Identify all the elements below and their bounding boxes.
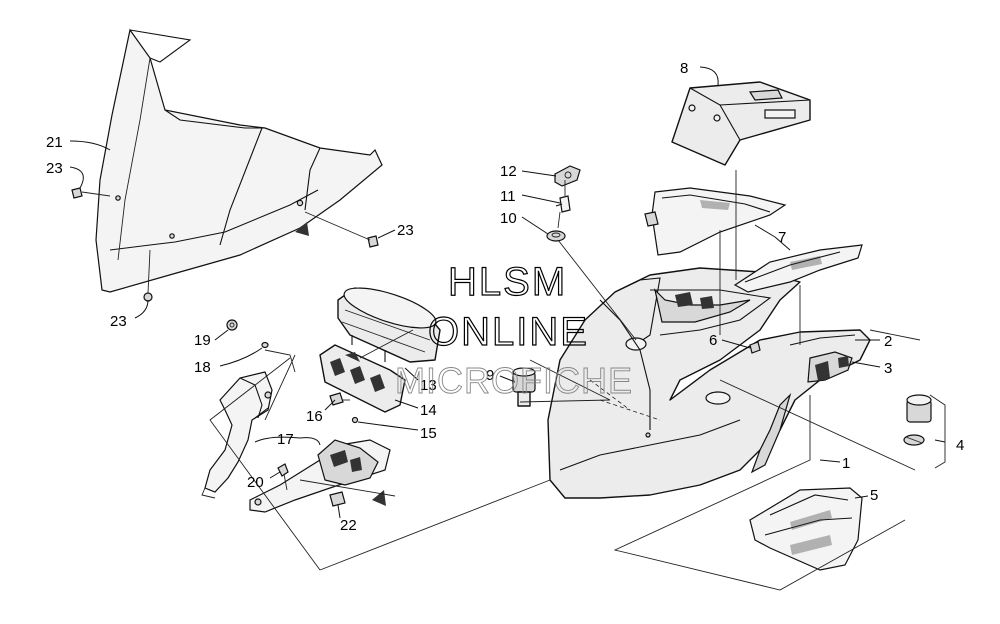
- callout-4: 4: [956, 437, 964, 454]
- callout-labels: 21 23 23 23 19 18 17 16 15 14 13 20 22 1…: [46, 60, 964, 534]
- hood-panel: [547, 267, 871, 499]
- callout-6: 6: [709, 332, 717, 349]
- callout-20: 20: [247, 474, 264, 491]
- callout-5: 5: [870, 487, 878, 504]
- callout-21: 22: [340, 517, 357, 534]
- windshield: [95, 28, 383, 293]
- callout-19: 19: [194, 332, 211, 349]
- callout-8: 8: [680, 60, 688, 77]
- callout-13: 13: [420, 377, 437, 394]
- callout-9: 9: [486, 367, 494, 384]
- callout-23-a: 23: [46, 160, 63, 177]
- watermark: HLSM ONLINE MICROFICHE: [395, 259, 633, 401]
- callout-23-c: 23: [110, 313, 127, 330]
- key-11: [555, 195, 571, 213]
- screw-23-bottom: [143, 292, 153, 302]
- screw-23-right: [367, 235, 379, 248]
- mat-5: [749, 487, 863, 571]
- screw-15: [351, 416, 359, 424]
- leader-lines: [69, 66, 946, 591]
- gauge-assembly: [337, 287, 441, 363]
- callout-18: 18: [194, 359, 211, 376]
- gauge-bracket: [319, 344, 406, 413]
- callout-17: 17: [277, 431, 294, 448]
- watermark-hlsm: HLSM: [448, 260, 567, 304]
- vent-panel-7-lower: [733, 244, 863, 293]
- screw-16: [329, 392, 350, 406]
- callout-10: 10: [500, 210, 517, 227]
- nut-10: [546, 230, 566, 242]
- callout-16: 16: [306, 408, 323, 425]
- callout-11: 11: [500, 188, 516, 205]
- callout-23-b: 23: [397, 222, 414, 239]
- screw-20: [277, 463, 289, 491]
- watermark-online: ONLINE: [428, 310, 589, 354]
- screw-23-left: [71, 187, 111, 199]
- vent-panel-7-upper: [644, 187, 787, 256]
- callout-22: 21: [46, 134, 63, 151]
- washer-18: [261, 341, 269, 349]
- callout-15: 15: [420, 425, 437, 442]
- callout-2: 2: [884, 333, 892, 350]
- callout-14: 14: [420, 402, 437, 419]
- nut-21: [329, 491, 346, 507]
- callout-12: 12: [500, 163, 517, 180]
- key-cap-12: [554, 165, 581, 187]
- callout-3: 3: [884, 360, 892, 377]
- watermark-microfiche: MICROFICHE: [395, 360, 633, 401]
- callout-7: 7: [778, 229, 786, 246]
- mount-bracket: [201, 371, 391, 513]
- ignition-switch-9: [512, 367, 536, 407]
- callout-1: 1: [842, 455, 850, 472]
- power-outlet-4: [903, 394, 932, 446]
- storage-box-8: [671, 81, 811, 166]
- nut-19: [226, 319, 238, 331]
